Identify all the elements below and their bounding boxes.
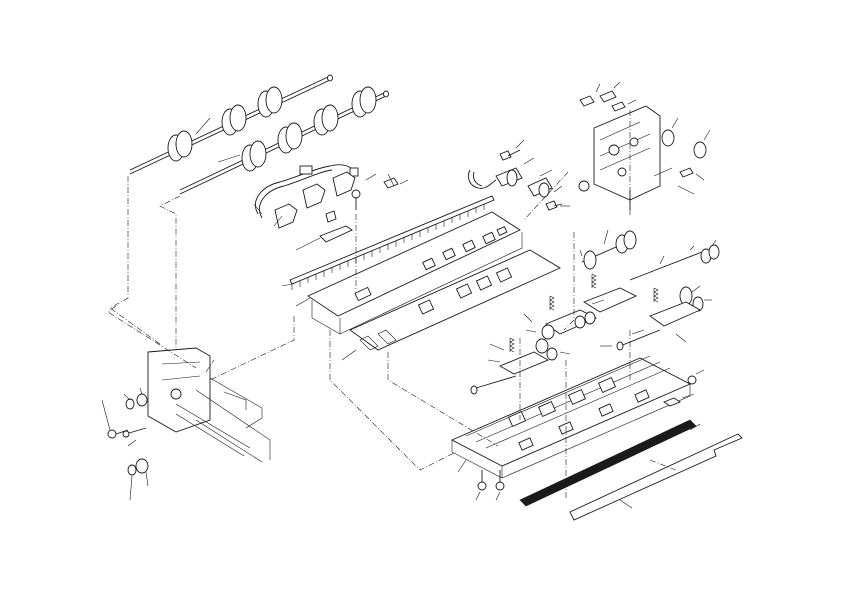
wire-harness: [255, 164, 359, 219]
upper-roller-shaft: [129, 74, 333, 175]
side-frame-bracket: [578, 90, 707, 210]
static-eliminator-brush: [289, 195, 495, 290]
sensor-brackets: [274, 171, 399, 243]
reference-lines: [107, 110, 677, 500]
left-frame: [147, 347, 271, 463]
base-screws: [477, 470, 505, 491]
clutch-assembly: [495, 149, 563, 211]
lower-roller-shaft: [179, 86, 389, 195]
guide-arms: [470, 273, 701, 395]
middle-guide-plate: [349, 249, 561, 351]
seal-strip: [519, 419, 697, 507]
mylar-sheet: [569, 433, 743, 521]
right-rollers: [581, 230, 720, 312]
lower-guide-plate: [450, 355, 697, 479]
drive-harness: [467, 169, 497, 189]
left-small-parts: [107, 393, 149, 476]
upper-guide-plate: [307, 211, 523, 335]
sensor-screw: [351, 189, 361, 210]
